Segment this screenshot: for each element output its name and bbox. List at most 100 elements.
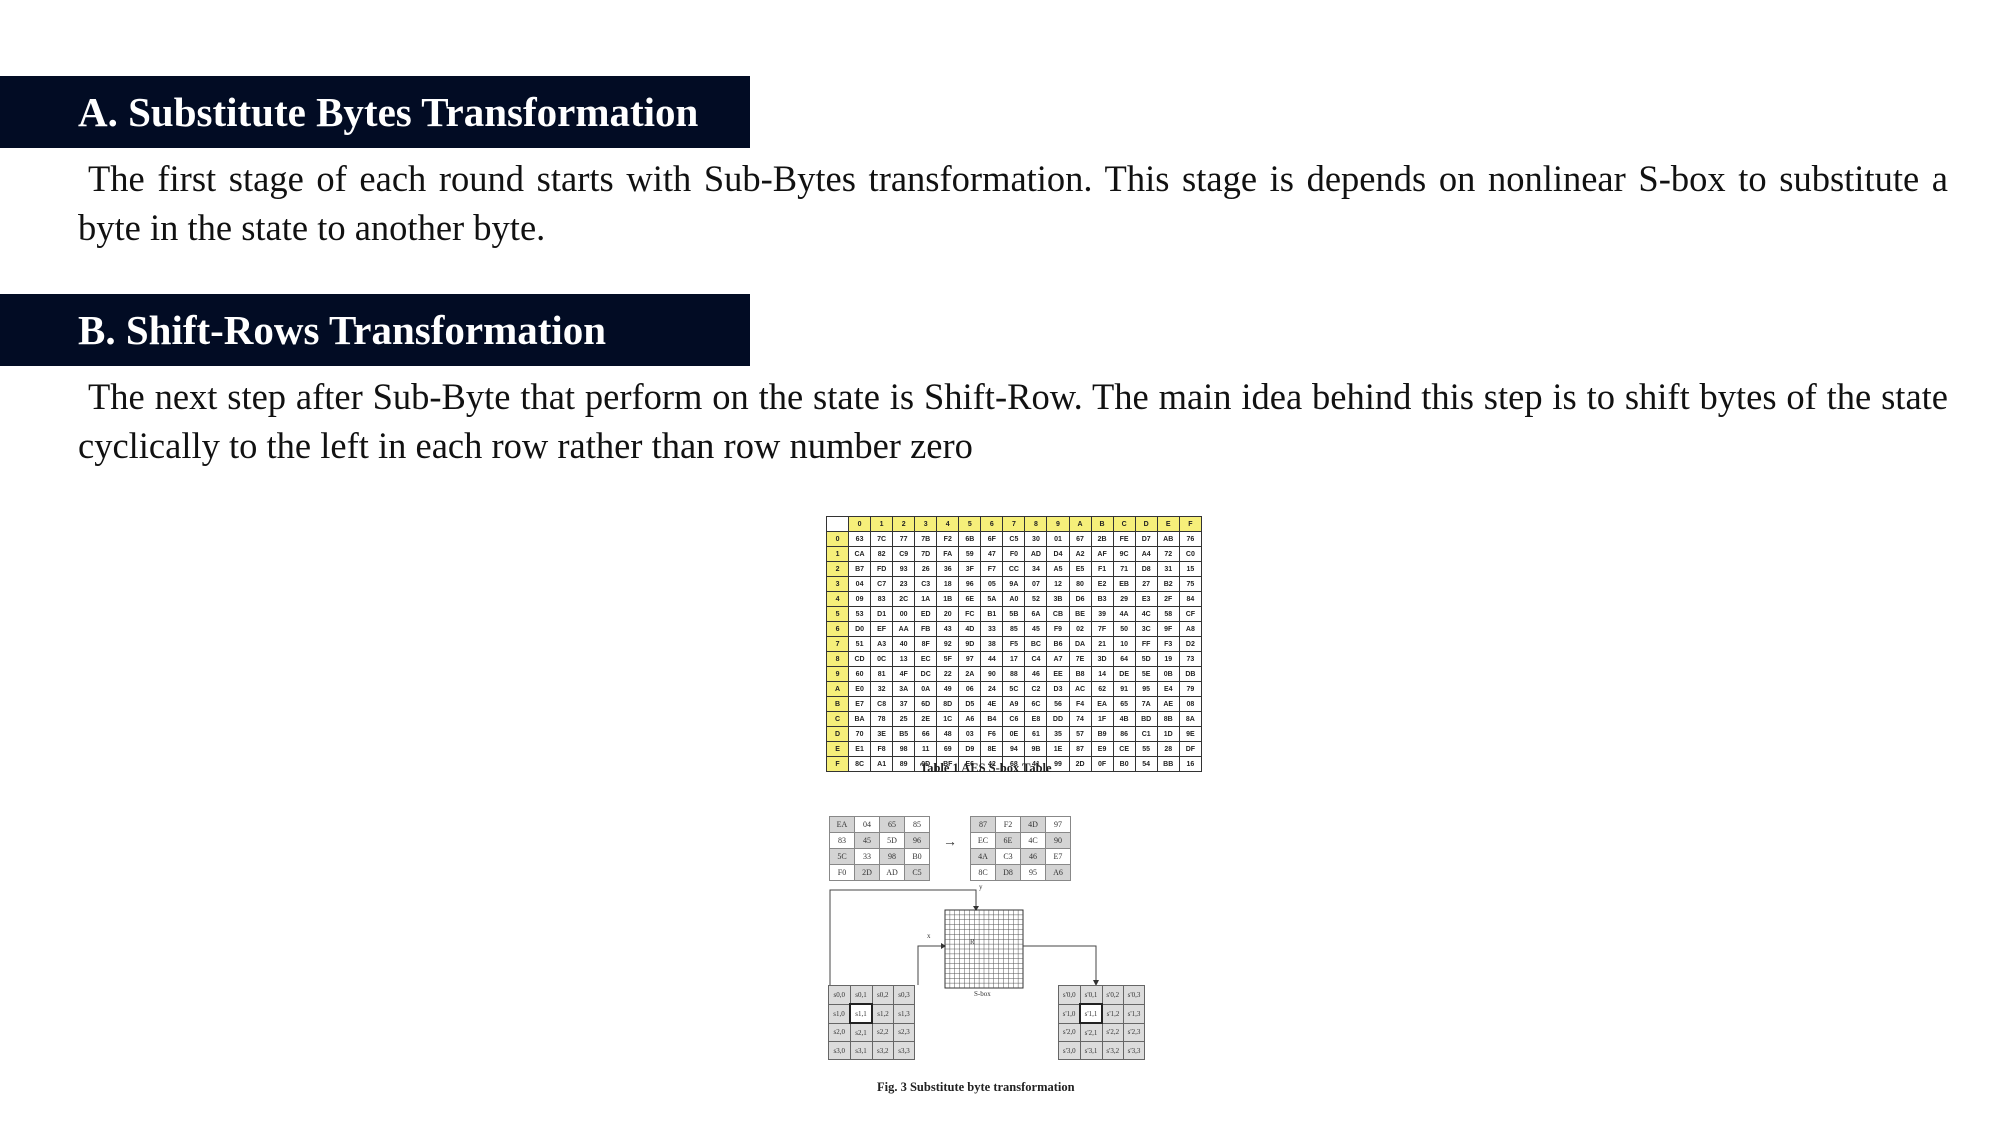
sbox-cell: D3: [1046, 681, 1070, 697]
sbox-cell: 4D: [958, 621, 982, 637]
sbox-cell: B6: [1046, 636, 1070, 652]
output-matrix-cell: C3: [995, 848, 1021, 865]
sbox-cell: 36: [936, 561, 960, 577]
y-axis-label: y: [979, 883, 983, 891]
sbox-cell: 44: [980, 651, 1004, 667]
sbox-cell: AF: [1090, 546, 1114, 562]
sbox-col-header: 0: [848, 516, 872, 532]
sbox-cell: 0E: [1002, 726, 1026, 742]
sbox-row-header: 8: [825, 651, 850, 667]
sbox-cell: 84: [1178, 591, 1203, 607]
sbox-cell: F3: [1156, 636, 1180, 652]
sbox-row-header: 4: [825, 591, 850, 607]
sbox-cell: 97: [958, 651, 982, 667]
section-a-paragraph: The first stage of each round starts wit…: [78, 158, 1948, 248]
sbox-cell: ED: [914, 606, 938, 622]
sbox-cell: C7: [870, 576, 894, 592]
sbox-cell: D7: [1134, 531, 1158, 547]
sbox-cell: 3B: [1046, 591, 1070, 607]
sbox-row-header: E: [825, 741, 850, 757]
input-matrix-cell: EA: [829, 816, 855, 833]
sbox-cell: F7: [980, 561, 1004, 577]
input-matrix-cell: 83: [829, 832, 855, 849]
input-state-cell: s1,3: [893, 1003, 915, 1024]
sbox-cell: 8E: [980, 741, 1004, 757]
sbox-cell: 2E: [914, 711, 938, 727]
sbox-cell: 13: [892, 651, 916, 667]
sbox-cell: C0: [1178, 546, 1203, 562]
sbox-cell: CC: [1002, 561, 1026, 577]
sbox-cell: 22: [936, 666, 960, 682]
sbox-cell: B1: [980, 606, 1004, 622]
sbox-col-header: 8: [1024, 516, 1048, 532]
sbox-cell: FF: [1134, 636, 1158, 652]
output-state-cell: s'2,0: [1058, 1022, 1081, 1042]
sbox-cell: 6D: [914, 696, 938, 712]
sbox-row-header: 7: [825, 636, 850, 652]
sbox-cell: 14: [1090, 666, 1114, 682]
input-state-cell: s0,3: [893, 985, 915, 1005]
sbox-cell: CB: [1046, 606, 1070, 622]
sbox-cell: 40: [892, 636, 916, 652]
y-connector: [829, 889, 977, 985]
sbox-cell: 2A: [958, 666, 982, 682]
sbox-cell: E4: [1156, 681, 1180, 697]
sbox-cell: E2: [1090, 576, 1114, 592]
sbox-cell: 15: [1178, 561, 1203, 577]
sbox-cell: A1: [870, 756, 894, 772]
input-matrix-cell: AD: [879, 864, 905, 881]
sbox-cell: 73: [1178, 651, 1203, 667]
sbox-cell: 27: [1134, 576, 1158, 592]
sbox-cell: FB: [914, 621, 938, 637]
sbox-corner-cell: [825, 516, 850, 532]
sbox-row-header: 9: [825, 666, 850, 682]
sbox-cell: 4F: [892, 666, 916, 682]
sbox-cell: A7: [1046, 651, 1070, 667]
figure3-caption: Fig. 3 Substitute byte transformation: [877, 1080, 1075, 1094]
sbox-cell: 3C: [1134, 621, 1158, 637]
input-state-cell: s1,1: [849, 1003, 873, 1024]
sbox-cell: 37: [892, 696, 916, 712]
sbox-cell: EA: [1090, 696, 1114, 712]
sbox-cell: 60: [848, 666, 872, 682]
sbox-row-header: F: [825, 756, 850, 772]
sbox-col-header: 2: [892, 516, 916, 532]
sbox-cell: F6: [980, 726, 1004, 742]
output-state-cell: s'3,0: [1058, 1041, 1081, 1060]
sbox-cell: DA: [1068, 636, 1092, 652]
sbox-cell: 75: [1178, 576, 1203, 592]
input-matrix-cell: 98: [879, 848, 905, 865]
sbox-col-header: 5: [958, 516, 982, 532]
sbox-cell: 5A: [980, 591, 1004, 607]
sbox-cell: C2: [1024, 681, 1048, 697]
sbox-cell: 12: [1046, 576, 1070, 592]
transform-arrow: →: [943, 835, 957, 850]
output-state-cell: s'3,1: [1079, 1041, 1103, 1060]
sbox-cell: 52: [1024, 591, 1048, 607]
sbox-cell: 5E: [1134, 666, 1158, 682]
input-matrix-cell: 5D: [879, 832, 905, 849]
sbox-cell: 8D: [936, 696, 960, 712]
sbox-cell: C6: [1002, 711, 1026, 727]
sbox-cell: 74: [1068, 711, 1092, 727]
sbox-cell: 49: [936, 681, 960, 697]
sbox-cell: 21: [1090, 636, 1114, 652]
sbox-cell: FC: [958, 606, 982, 622]
sbox-cell: 06: [958, 681, 982, 697]
sbox-cell: 03: [958, 726, 982, 742]
input-matrix-cell: B0: [904, 848, 930, 865]
output-state-cell: s'3,3: [1123, 1041, 1145, 1060]
sbox-cell: D2: [1178, 636, 1203, 652]
sbox-cell: 1F: [1090, 711, 1114, 727]
sbox-cell: 79: [1178, 681, 1203, 697]
sbox-cell: F1: [1090, 561, 1114, 577]
sbox-caption: Table 1 AES S-box Table: [920, 761, 1052, 775]
sbox-cell: 5C: [1002, 681, 1026, 697]
